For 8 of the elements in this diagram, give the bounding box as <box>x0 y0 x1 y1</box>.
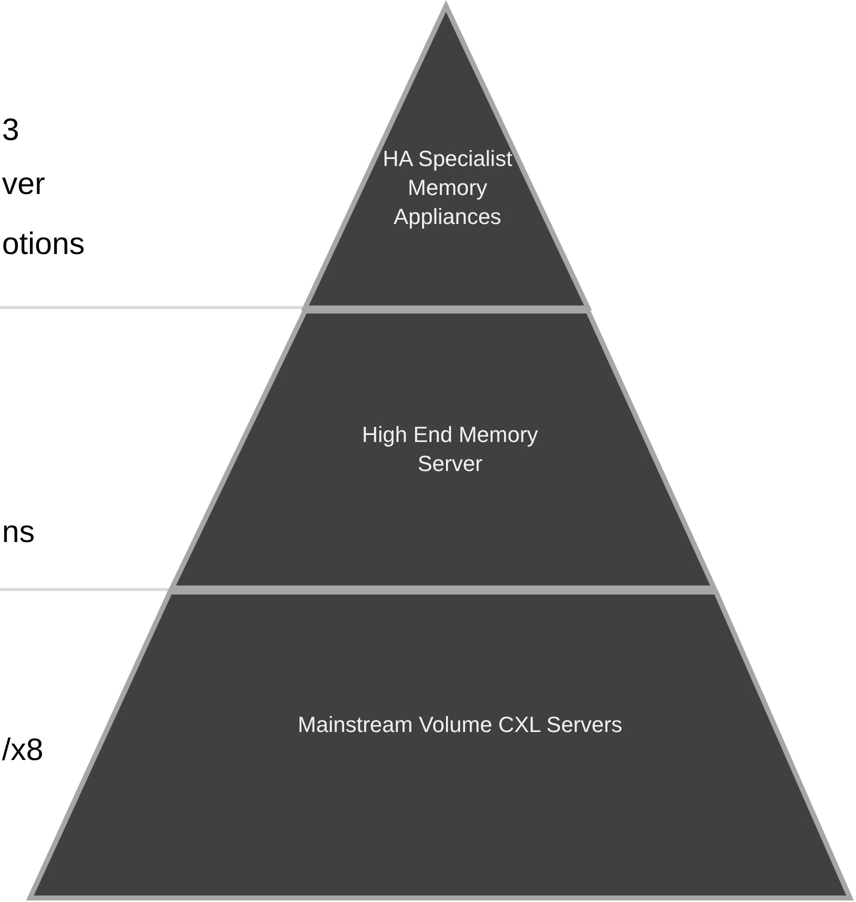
tier-label: HA Specialist Memory Appliances <box>382 145 514 231</box>
text-fragment: otions <box>2 226 85 262</box>
text-fragment: ns <box>2 514 35 550</box>
text-fragment: ver <box>2 166 46 202</box>
text-fragment: /x8 <box>2 732 44 768</box>
text-fragment: 3 <box>2 112 20 148</box>
tier-label: Mainstream Volume CXL Servers <box>296 711 624 739</box>
tier-label: High End Memory Server <box>360 421 540 478</box>
